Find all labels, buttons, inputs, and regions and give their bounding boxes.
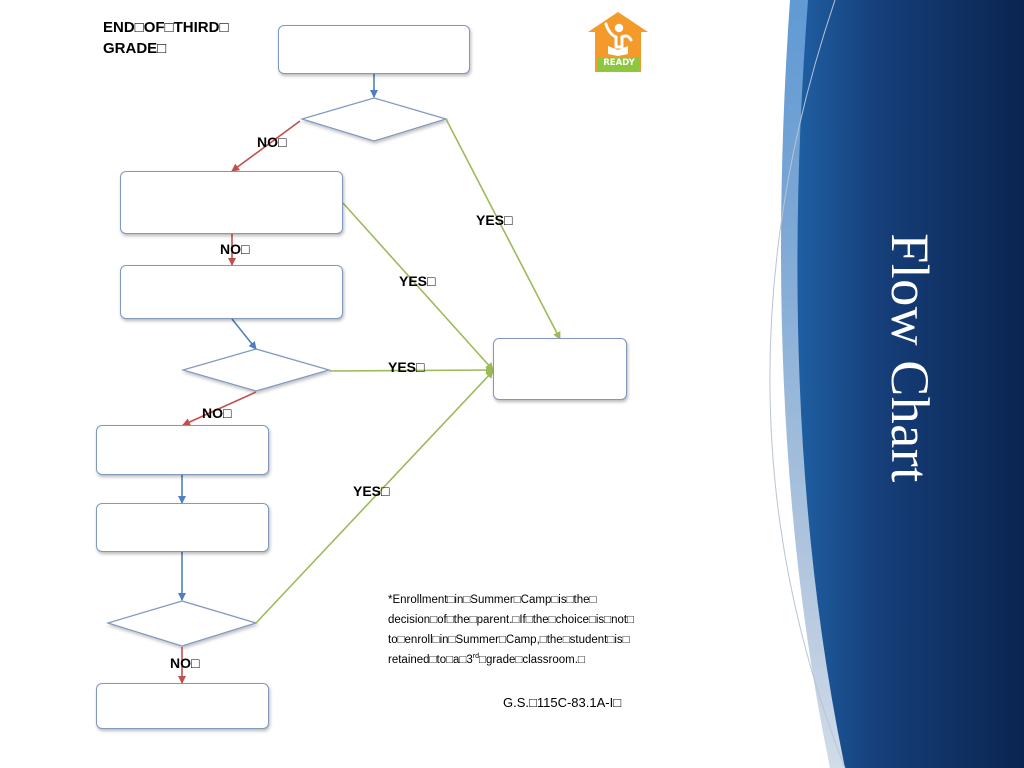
arrow-yes-decision-3 bbox=[255, 370, 494, 624]
sidebar-curve-line bbox=[769, 0, 846, 768]
process-box-2 bbox=[120, 171, 343, 234]
heading-line-1: END□OF□THIRD□ bbox=[103, 19, 229, 36]
arrow-yes-decision-1 bbox=[445, 118, 561, 340]
footnote-superscript: rd bbox=[472, 653, 480, 661]
edge-label-yes-4: YES□ bbox=[353, 483, 390, 499]
decision-diamond-3 bbox=[105, 600, 259, 647]
footnote-line-4: retained□to□a□3rd□grade□classroom.□ bbox=[388, 650, 650, 670]
ready-house-reader-icon bbox=[588, 12, 648, 72]
decision-diamond-1 bbox=[299, 97, 449, 142]
arrow-yes-box-2 bbox=[342, 202, 494, 371]
process-box-end bbox=[96, 683, 269, 729]
sidebar-title: Flow Chart bbox=[880, 233, 940, 483]
statute-reference: G.S.□115C-83.1A-I□ bbox=[503, 695, 622, 710]
arrow-yes-decision-2 bbox=[328, 366, 494, 375]
process-box-outcome bbox=[493, 338, 627, 400]
edge-label-yes-2: YES□ bbox=[399, 273, 436, 289]
arrow-no-decision-1 bbox=[231, 120, 301, 172]
heading-line-2: GRADE□ bbox=[103, 40, 167, 57]
edge-label-no-1: NO□ bbox=[257, 134, 287, 150]
process-box-3 bbox=[120, 265, 343, 319]
arrow-no-decision-2 bbox=[182, 391, 257, 426]
process-box-start bbox=[278, 25, 470, 74]
process-box-5 bbox=[96, 503, 269, 552]
footnote-line-1: *Enrollment□in□Summer□Camp□is□the□ bbox=[388, 594, 597, 606]
decision-diamond-2 bbox=[180, 348, 332, 392]
sidebar-dark-band bbox=[797, 0, 1024, 768]
enrollment-footnote: *Enrollment□in□Summer□Camp□is□the□ decis… bbox=[388, 590, 650, 670]
edge-label-no-3: NO□ bbox=[202, 405, 232, 421]
footnote-line-3: to□enroll□in□Summer□Camp,□the□student□is… bbox=[388, 634, 630, 646]
edge-label-no-4: NO□ bbox=[170, 655, 200, 671]
edge-label-no-2: NO□ bbox=[220, 241, 250, 257]
flowchart-heading: END□OF□THIRD□ GRADE□ bbox=[103, 17, 263, 59]
footnote-line-2: decision□of□the□parent.□If□the□choice□is… bbox=[388, 614, 634, 626]
footnote-line-4-a: retained□to□a□3 bbox=[388, 654, 473, 666]
edge-label-yes-3: YES□ bbox=[388, 359, 425, 375]
edge-label-yes-1: YES□ bbox=[476, 212, 513, 228]
ready-logo-text: READY bbox=[603, 58, 635, 68]
process-box-4 bbox=[96, 425, 269, 475]
arrow-box-3-to-decision-2 bbox=[231, 318, 257, 350]
footnote-line-4-b: □grade□classroom.□ bbox=[479, 654, 585, 666]
